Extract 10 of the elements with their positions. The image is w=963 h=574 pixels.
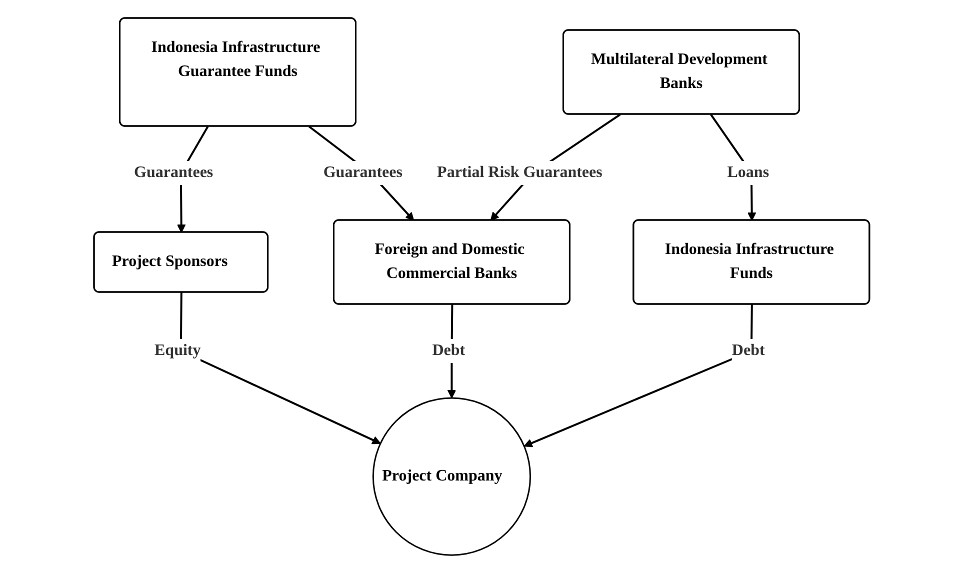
edge-label: Debt (432, 342, 465, 360)
arrow (524, 304, 753, 448)
edge-label: Debt (732, 342, 765, 360)
arrow (308, 126, 414, 222)
edge-label: Loans (727, 164, 769, 182)
node-circle: Project Company (372, 398, 531, 556)
edge-label: Equity (154, 342, 201, 360)
edge-label: Guarantees (134, 164, 213, 182)
edge-label: Partial Risk Guarantees (436, 164, 602, 182)
edge-label: Guarantees (323, 164, 402, 182)
